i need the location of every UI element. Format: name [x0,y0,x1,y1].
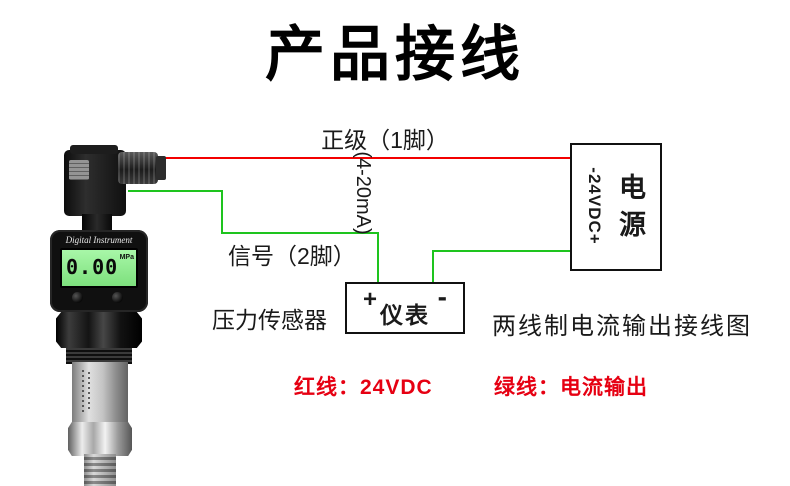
pressure-transmitter: Digital Instrument 0.00 MPa [38,142,178,486]
laser-etch-marks [88,372,90,412]
display-brand: Digital Instrument [65,235,133,245]
display-screw-right [112,292,123,303]
power-supply-label: 电源 [615,173,645,247]
positive-pin-label: 正级（1脚） [321,127,449,153]
page-title: 产品接线 [265,21,525,88]
meter-box: + - 仪表 [345,281,465,334]
diagram-caption: 两线制电流输出接线图 [492,313,752,340]
hex-fitting [56,312,142,348]
threaded-stud [84,454,116,486]
pressure-sensor-label: 压力传感器 [212,307,327,333]
signal-pin-label: 信号（2脚） [228,243,356,269]
meter-minus-terminal: - [437,281,447,312]
meter-plus-terminal: + [363,286,378,313]
connector-neck [82,214,112,234]
cable-gland [118,152,158,184]
steel-body [72,362,128,424]
power-voltage-label: -24VDC+ [585,167,604,245]
connector-sticker [69,160,89,180]
display-screw-left [72,292,83,303]
lcd-unit: MPa [119,254,134,261]
power-supply-box: -24VDC+ 电源 [570,143,662,271]
cable-gland-tip-icon [156,156,166,180]
green-wire-note: 绿线：电流输出 [494,376,648,399]
loop-current-label: (4-20mA) [352,151,374,235]
green-wire-return [432,250,570,282]
laser-etch-marks [82,370,84,414]
red-wire-note: 红线：24VDC [294,376,433,399]
ribbed-collar [66,348,132,364]
steel-hex-nut [68,422,132,456]
lcd-screen: 0.00 MPa [60,248,138,288]
meter-label: 仪表 [380,302,430,328]
display-module: Digital Instrument 0.00 MPa [50,230,148,312]
din-connector [64,145,126,216]
lcd-value: 0.00 [66,255,119,279]
